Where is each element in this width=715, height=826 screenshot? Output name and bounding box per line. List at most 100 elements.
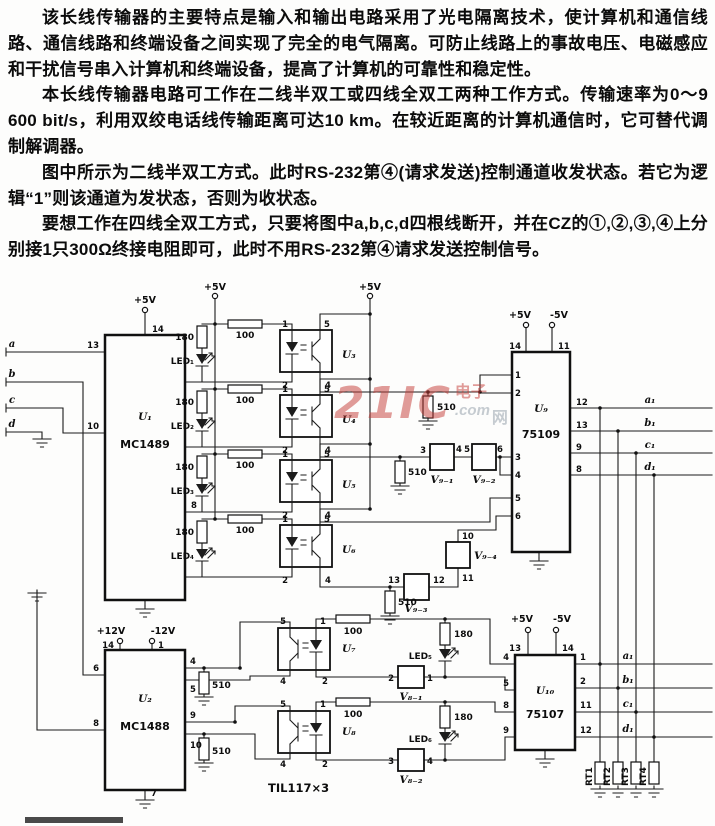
- pin-label: 13: [87, 341, 99, 351]
- pin-label: 14: [509, 342, 521, 352]
- resistor-value: 180: [175, 528, 194, 538]
- chip-ref: U₂: [138, 693, 152, 705]
- supply-label: -5V: [550, 310, 569, 321]
- pin-label: 5: [324, 515, 330, 525]
- gate-ref: V₉₋₃: [405, 603, 428, 615]
- pin-label: 5: [280, 700, 286, 710]
- pin-label: 14: [152, 325, 164, 335]
- pin-label: 4: [427, 757, 433, 767]
- chip-part: 75107: [526, 708, 564, 721]
- pin-label: 5: [515, 494, 521, 504]
- pin-label: 2: [282, 576, 288, 586]
- paragraph-3: 图中所示为二线半双工方式。此时RS-232第④(请求发送)控制通道收发状态。若它…: [8, 162, 708, 208]
- pin-label: 1: [282, 515, 288, 525]
- pin-label: 1: [427, 674, 433, 684]
- resistor-value: 180: [175, 463, 194, 473]
- optocouplers: U₃ U₄ U₅ U₆ U₇ U₈: [277, 329, 356, 754]
- resistor-value: 100: [344, 710, 363, 720]
- pin-label: 6: [497, 445, 503, 455]
- led-label: LED₄: [171, 552, 194, 562]
- led-label: LED₆: [409, 735, 432, 745]
- resistor-value: 100: [236, 396, 255, 406]
- pin-label: 4: [280, 760, 286, 770]
- pin-label: 10: [190, 741, 202, 751]
- terminal-label: a: [9, 339, 15, 350]
- terminal-label: b₁: [622, 675, 633, 686]
- opto-ref: U₄: [342, 414, 356, 426]
- pin-label: 7: [151, 789, 157, 799]
- pin-label: 5: [503, 679, 509, 689]
- pin-label: 3: [420, 446, 426, 456]
- supply-label: +5V: [511, 614, 534, 625]
- chip-mc1488: U₂ MC1488: [103, 648, 187, 792]
- pin-label: 12: [580, 726, 592, 736]
- resistor-value: 100: [236, 331, 255, 341]
- terminal-label: a₁: [623, 651, 634, 662]
- pin-label: 3: [388, 757, 394, 767]
- led-label: LED₁: [171, 357, 194, 367]
- paragraph-4: 要想工作在四线全双工方式，只要将图中a,b,c,d四根线断开，并在CZ的①,②,…: [8, 214, 708, 260]
- pin-label: 11: [580, 701, 592, 711]
- resistor-value: 180: [454, 713, 473, 723]
- supply-terminals: [116, 292, 560, 645]
- pin-label: 6: [515, 512, 521, 522]
- pin-label: 5: [324, 320, 330, 330]
- gate-ref: V₈₋₁: [400, 691, 423, 703]
- resistor-value: 510: [408, 468, 427, 478]
- chip-ref: U₉: [534, 403, 548, 415]
- chip-75107: U₁₀ 75107: [513, 653, 577, 752]
- supply-label: +5V: [204, 282, 227, 293]
- rt-label: RT2: [603, 767, 613, 786]
- pin-label: 1: [282, 385, 288, 395]
- supply-label: +5V: [509, 310, 532, 321]
- resistor-value: 510: [437, 403, 456, 413]
- wires: [5, 297, 713, 798]
- supply-label: -12V: [151, 626, 176, 637]
- rt-labels: RT1 RT2 RT3 RT4: [585, 767, 649, 786]
- inverter-gates: V₉₋₁ V₉₋₂ V₉₋₃ V₉₋₄ V₈₋₁ V₈₋₂: [397, 443, 497, 786]
- resistor-value: 180: [175, 333, 194, 343]
- pin-label: 10: [87, 422, 99, 432]
- supply-labels: +5V +5V +5V +5V -5V +12V -12V +5V -5V: [97, 282, 572, 637]
- pin-label: 13: [509, 644, 521, 654]
- pin-label: 4: [190, 657, 196, 667]
- chip-75109: U₉ 75109: [510, 350, 572, 554]
- pin-label: 2: [388, 674, 394, 684]
- note-til117: TIL117×3: [268, 781, 329, 795]
- pin-label: 2: [282, 511, 288, 521]
- pin-label: 4: [456, 445, 462, 455]
- pin-label: 12: [433, 576, 445, 586]
- pin-label: 2: [580, 677, 586, 687]
- rt-label: RT1: [585, 767, 595, 786]
- pin-label: 14: [562, 644, 574, 654]
- pin-labels: 14 13 10 8 1 5 2 4 1 5 2 4 1 5 2 4 1 5 2…: [87, 320, 592, 799]
- terminal-label: c: [9, 395, 15, 406]
- led-label: LED₃: [171, 487, 194, 497]
- opto-ref: U₅: [342, 479, 356, 491]
- pin-label: 11: [462, 574, 474, 584]
- article-text: 该长线传输器的主要特点是输入和输出电路采用了光电隔离技术，使计算机和通信线路、通…: [8, 5, 708, 263]
- pin-label: 1: [158, 641, 164, 651]
- resistor-value: 100: [344, 627, 363, 637]
- chip-mc1489: U₁ MC1489: [103, 333, 187, 602]
- pin-label: 13: [576, 421, 588, 431]
- pin-label: 5: [464, 445, 470, 455]
- resistor-value: 180: [454, 630, 473, 640]
- supply-label: +12V: [97, 626, 126, 637]
- led-label: LED₅: [409, 652, 432, 662]
- resistor-value: 100: [236, 526, 255, 536]
- pin-label: 4: [515, 471, 521, 481]
- pin-label: 4: [325, 381, 331, 391]
- scan-artifact: [25, 817, 123, 823]
- led-label: LED₂: [171, 422, 194, 432]
- resistor-value: 100: [236, 461, 255, 471]
- paragraph-2: 本长线传输器电路可工作在二线半双工或四线全双工两种工作方式。传输速率为0～9 6…: [8, 85, 708, 156]
- chip-part: 75109: [522, 428, 560, 441]
- pin-label: 9: [190, 711, 196, 721]
- opto-ref: U₃: [342, 349, 356, 361]
- gate-ref: V₉₋₁: [431, 474, 454, 486]
- pin-label: 1: [282, 320, 288, 330]
- terminal-label: c₁: [623, 699, 633, 710]
- supply-label: +5V: [359, 282, 382, 293]
